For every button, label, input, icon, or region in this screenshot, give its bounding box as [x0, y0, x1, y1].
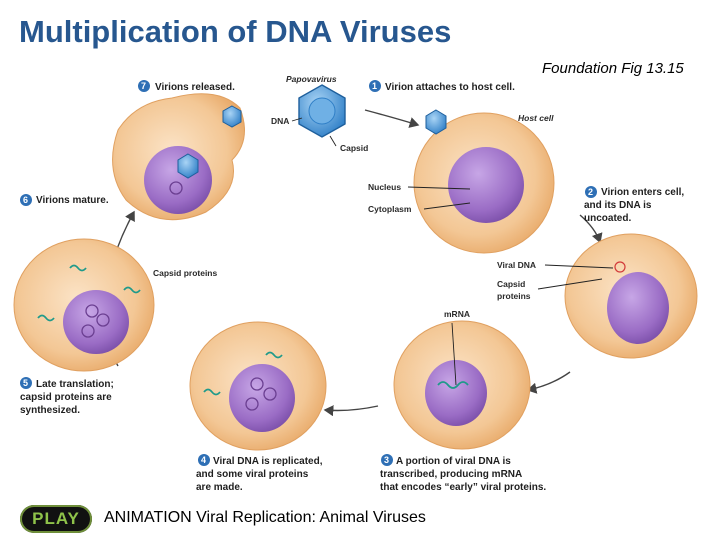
- step-7-number: 7: [141, 81, 146, 91]
- step-4-text-line2: and some viral proteins: [196, 469, 309, 480]
- cytoplasm-label: Cytoplasm: [368, 204, 412, 214]
- step-2-text-line2: and its DNA is: [584, 200, 652, 211]
- step-3-number: 3: [384, 455, 389, 465]
- step-6-number: 6: [23, 195, 28, 205]
- step-3-text-line1: A portion of viral DNA is: [396, 456, 511, 467]
- step-5-text-line3: synthesized.: [20, 405, 80, 416]
- attaching-virion-icon: [425, 109, 447, 135]
- dna-label: DNA: [271, 116, 289, 126]
- viral-dna-circle: [614, 261, 626, 273]
- arrow-2-to-3: [579, 214, 603, 244]
- viral-dna-strand: [265, 351, 283, 359]
- step-5-badge: [20, 377, 32, 389]
- step-2-badge: [585, 186, 597, 198]
- step-2-text-line3: uncoated.: [584, 213, 631, 224]
- step-5-number: 5: [23, 378, 28, 388]
- maturing-virion-icon: [177, 153, 199, 179]
- nucleus-label: Nucleus: [368, 182, 401, 192]
- step-4-number: 4: [201, 455, 206, 465]
- capsid-proteins-label-line1: Capsid: [497, 279, 525, 289]
- step-1-number: 1: [372, 81, 377, 91]
- released-virion-icon: [222, 105, 242, 128]
- step-1-badge: [369, 80, 381, 92]
- arrow-3-to-4: [526, 371, 571, 394]
- step-6-text: Virions mature.: [36, 195, 109, 206]
- step-3-text-line3: that encodes “early” viral proteins.: [380, 482, 546, 493]
- step-4-badge: [198, 454, 210, 466]
- arrow-6-to-7: [116, 210, 135, 250]
- animation-link[interactable]: ANIMATION Viral Replication: Animal Viru…: [104, 509, 426, 526]
- viral-dna-label: Viral DNA: [497, 260, 536, 270]
- mrna-label: mRNA: [444, 309, 470, 319]
- capsid-proteins-left-label: Capsid proteins: [153, 268, 218, 278]
- capsid-label: Capsid: [340, 143, 368, 153]
- step-5-text-line1: Late translation;: [36, 379, 114, 390]
- step-4-text-line3: are made.: [196, 482, 243, 493]
- mrna-strand: [437, 381, 469, 389]
- step-5-text-line2: capsid proteins are: [20, 392, 112, 403]
- page-title: Multiplication of DNA Viruses: [19, 14, 452, 49]
- step-4-text-line1: Viral DNA is replicated,: [213, 456, 323, 467]
- papovavirus-label: Papovavirus: [286, 74, 337, 84]
- host-cell-label: Host cell: [518, 113, 554, 123]
- arrow-1-to-2: [364, 109, 420, 128]
- papovavirus-icon: [298, 84, 346, 138]
- step-7-badge: [138, 80, 150, 92]
- step-6-badge: [20, 194, 32, 206]
- step-2-number: 2: [588, 187, 593, 197]
- play-button[interactable]: PLAY: [20, 505, 92, 533]
- capsid-proteins-label-line2: proteins: [497, 291, 531, 301]
- step-2-text-line1: Virion enters cell,: [601, 187, 684, 198]
- cell-stage-1: [413, 109, 555, 254]
- step-3-badge: [381, 454, 393, 466]
- arrow-4-to-5: [323, 405, 379, 417]
- cell-stage-6-7: [112, 93, 245, 221]
- cell-stage-2: [564, 233, 698, 359]
- play-button-label: PLAY: [32, 509, 80, 528]
- step-3-text-line2: transcribed, producing mRNA: [380, 469, 522, 480]
- step-1-text: Virion attaches to host cell.: [385, 82, 515, 93]
- cell-stage-3: [393, 320, 531, 450]
- step-7-text: Virions released.: [155, 82, 235, 93]
- cell-stage-5: [13, 238, 155, 372]
- cell-stage-4: [189, 321, 327, 451]
- figure-citation: Foundation Fig 13.15: [542, 60, 684, 77]
